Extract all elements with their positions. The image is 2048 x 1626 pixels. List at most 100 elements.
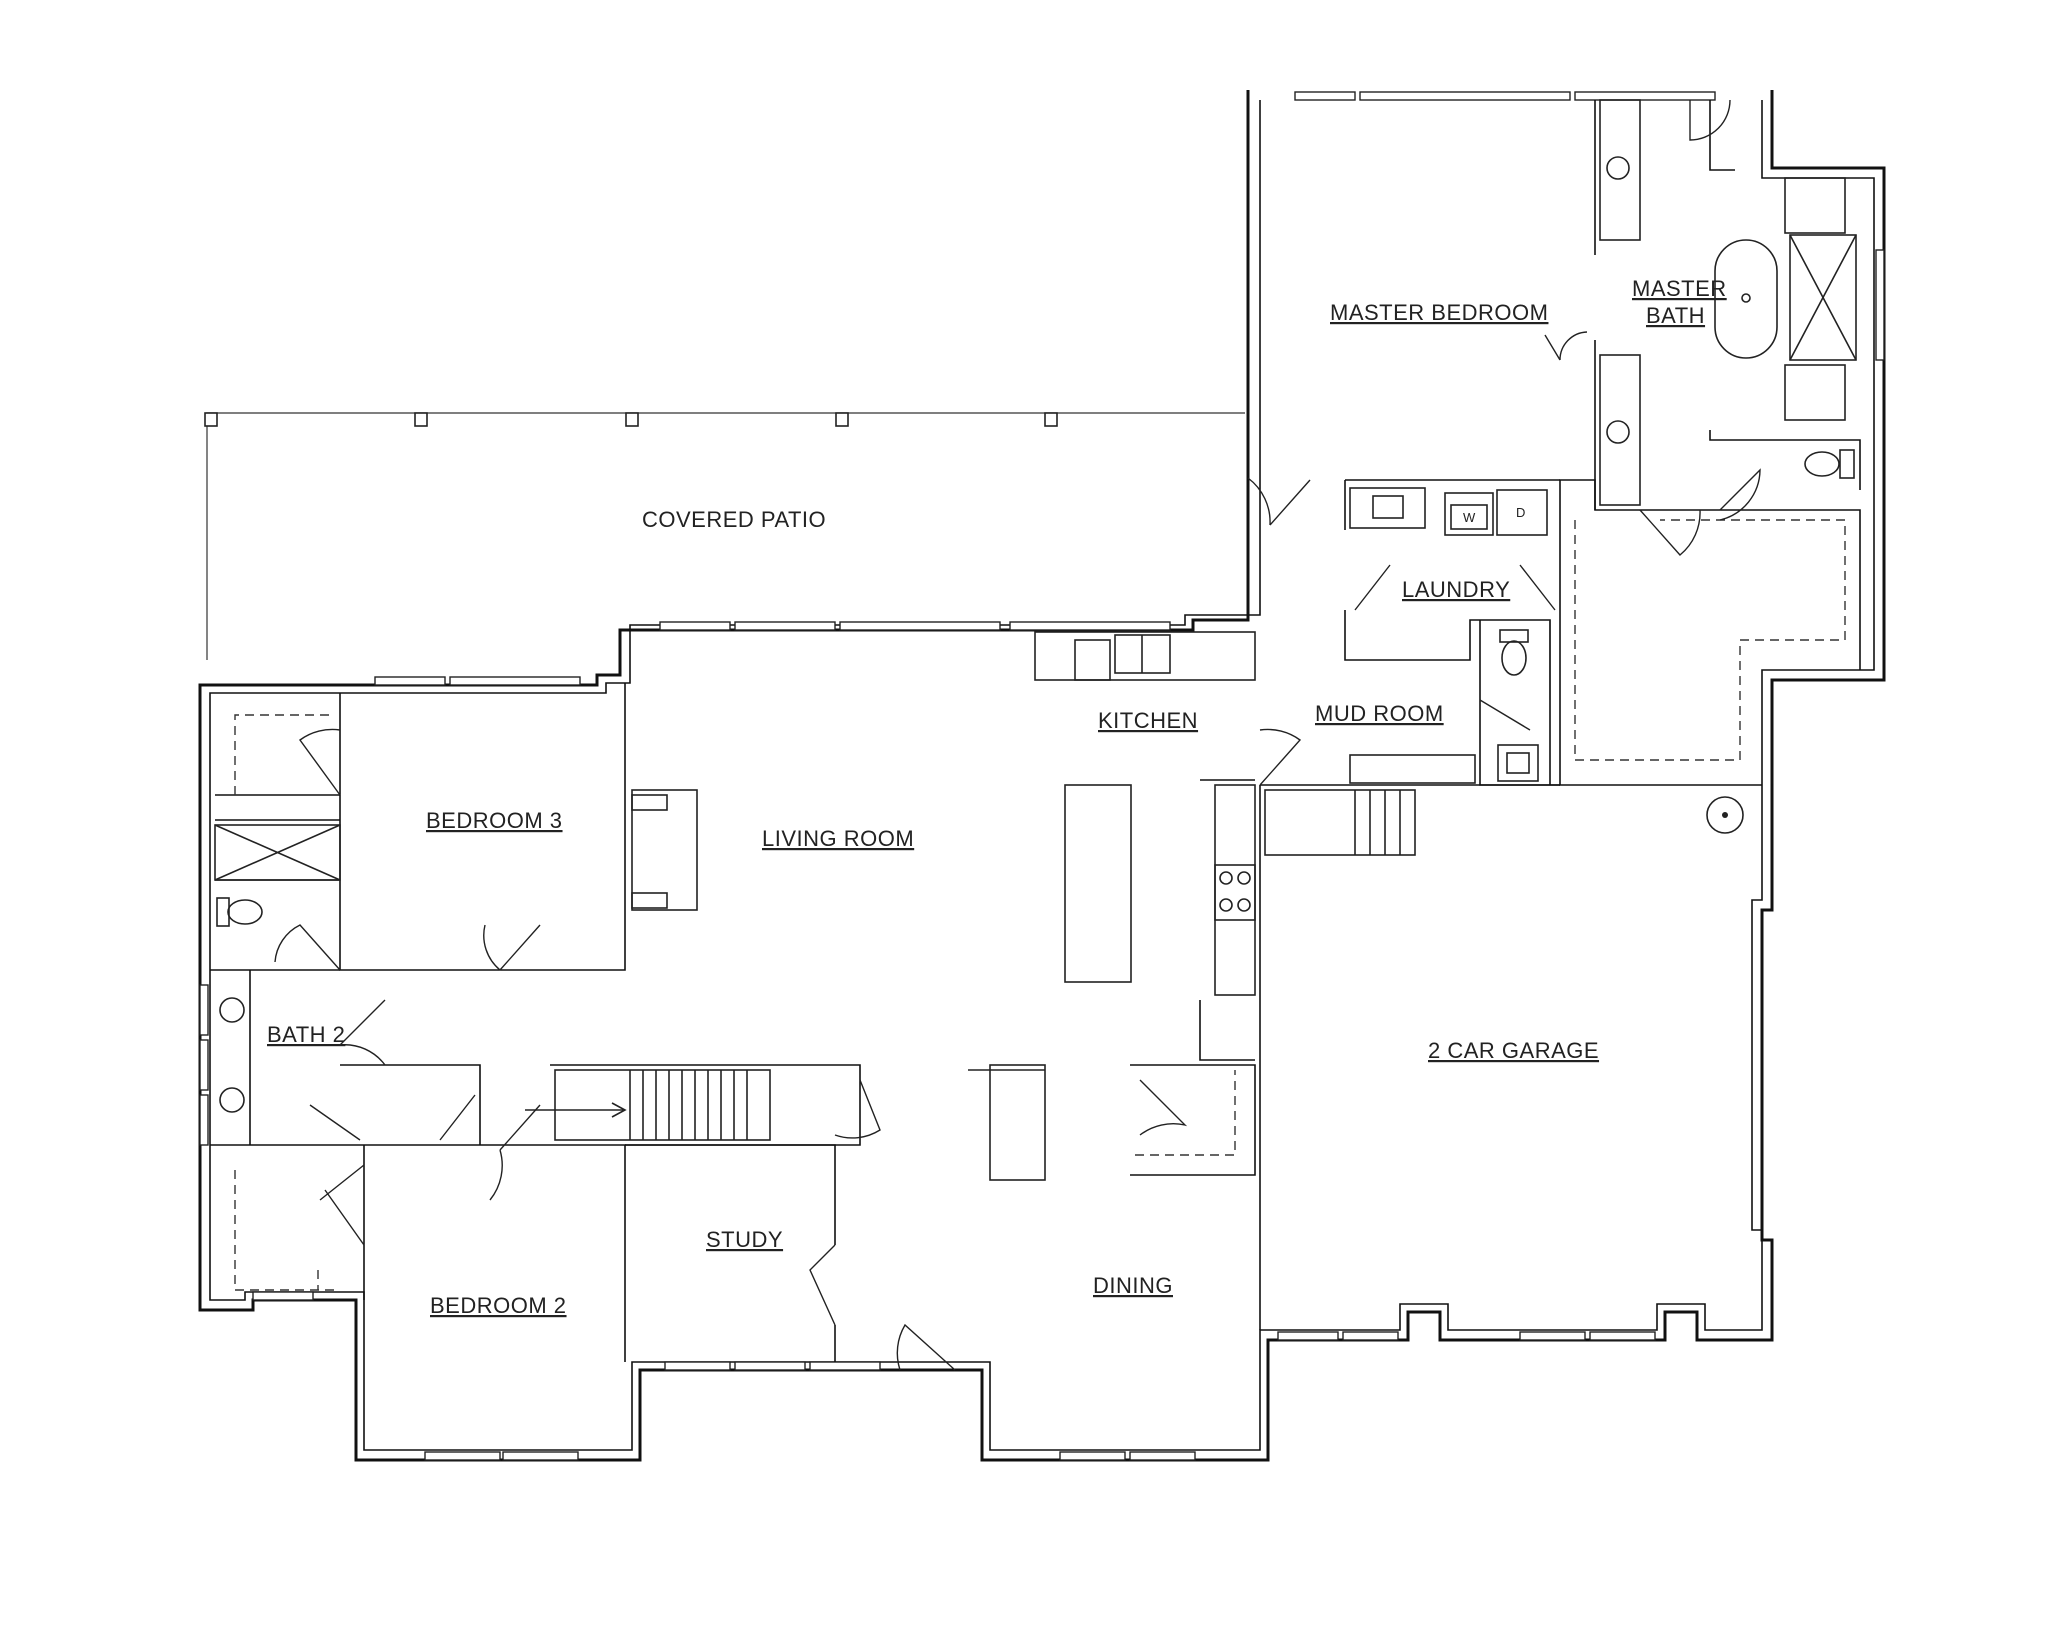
dishwasher [1074, 639, 1111, 681]
toilet-tank [1839, 449, 1855, 479]
window [1294, 91, 1356, 101]
window [252, 1291, 314, 1301]
door-swing [1544, 331, 1588, 361]
window [374, 676, 446, 686]
label-laundry: LAUNDRY [1402, 577, 1510, 602]
window [449, 676, 581, 686]
sink-icon [1606, 156, 1630, 180]
door-swing [896, 1323, 956, 1371]
toilet-icon [1501, 640, 1527, 676]
window [734, 621, 836, 631]
toilet-icon [227, 899, 263, 925]
shower [214, 824, 341, 881]
door-swing [1719, 468, 1761, 521]
washer [1444, 492, 1494, 536]
patio-post [1044, 412, 1058, 427]
window [199, 1094, 209, 1146]
toilet-icon [1804, 451, 1840, 477]
window [1589, 1331, 1656, 1341]
window [734, 1361, 806, 1371]
kitchen-counter [1034, 631, 1256, 681]
door-swing [309, 1094, 476, 1141]
label-master-bath-line1: MASTER [1632, 276, 1727, 301]
dryer-label: D [1516, 505, 1525, 520]
door-swing [1479, 620, 1551, 731]
label-dining: DINING [1093, 1273, 1173, 1298]
door-swing [339, 999, 386, 1066]
window [1519, 1331, 1586, 1341]
fireplace [631, 789, 698, 911]
window [199, 984, 209, 1036]
toilet-tank [216, 897, 230, 927]
patio-post [414, 412, 428, 427]
doors [274, 99, 1761, 1371]
label-bath-2: BATH 2 [267, 1022, 345, 1047]
garage-steps [1264, 789, 1416, 856]
label-master-bedroom: MASTER BEDROOM [1330, 300, 1548, 325]
label-two-car-garage: 2 CAR GARAGE [1428, 1038, 1599, 1063]
door-swing [319, 1164, 365, 1246]
staircase [554, 1069, 771, 1141]
door-swing [1354, 564, 1556, 611]
sink-icon [219, 997, 245, 1023]
mudroom-bench [1349, 754, 1476, 784]
label-living-room: LIVING ROOM [762, 826, 914, 851]
kitchen-island [1064, 784, 1132, 983]
window [1875, 249, 1885, 361]
closet-shelving [234, 519, 1846, 1291]
window [659, 621, 731, 631]
label-study: STUDY [706, 1227, 783, 1252]
label-mud-room: MUD ROOM [1315, 701, 1444, 726]
exterior-walls [198, 90, 1886, 1462]
label-bedroom-3: BEDROOM 3 [426, 808, 563, 833]
powder-sink [1497, 744, 1539, 782]
burner-icon [1219, 871, 1233, 885]
window [1059, 1451, 1126, 1461]
patio-post [835, 412, 849, 427]
window [1574, 91, 1716, 101]
door-swing [834, 1079, 881, 1139]
windows [199, 91, 1885, 1461]
door-swing [299, 728, 341, 796]
bathtub [1714, 239, 1778, 359]
door-swing [1139, 1079, 1188, 1136]
door-swing [274, 924, 341, 971]
burner-icon [1237, 898, 1251, 912]
laundry-sink [1349, 487, 1426, 529]
sink-icon [1606, 420, 1630, 444]
room-labels: MASTER BEDROOM MASTER BATH COVERED PATIO… [267, 276, 1727, 1318]
vanity [1599, 99, 1641, 241]
window [1129, 1451, 1196, 1461]
tub-drain-icon [1741, 293, 1751, 303]
door-swing [1689, 99, 1731, 141]
label-covered-patio: COVERED PATIO [642, 507, 826, 532]
buffet [989, 1064, 1046, 1181]
shower [1789, 234, 1857, 361]
interior-walls [210, 100, 1861, 1362]
label-kitchen: KITCHEN [1098, 708, 1198, 733]
patio-post [625, 412, 639, 427]
dryer [1496, 489, 1548, 536]
label-master-bath-line2: BATH [1646, 303, 1705, 328]
fixtures: W D [214, 99, 1857, 1181]
toilet-tank [1499, 629, 1529, 643]
window [839, 621, 1001, 631]
vanity [1599, 354, 1641, 506]
water-heater-icon [1706, 796, 1744, 834]
window [1342, 1331, 1399, 1341]
door-swing [489, 1104, 541, 1201]
window [664, 1361, 731, 1371]
patio-post [204, 412, 218, 427]
window [1009, 621, 1171, 631]
window [199, 1039, 209, 1091]
window [809, 1361, 881, 1371]
sink-icon [219, 1087, 245, 1113]
covered-patio-area [204, 412, 1245, 660]
window [1277, 1331, 1339, 1341]
burner-icon [1219, 898, 1233, 912]
pantry-cabinet [1214, 784, 1256, 996]
door-swing [483, 924, 541, 971]
label-bedroom-2: BEDROOM 2 [430, 1293, 567, 1318]
window [1359, 91, 1571, 101]
